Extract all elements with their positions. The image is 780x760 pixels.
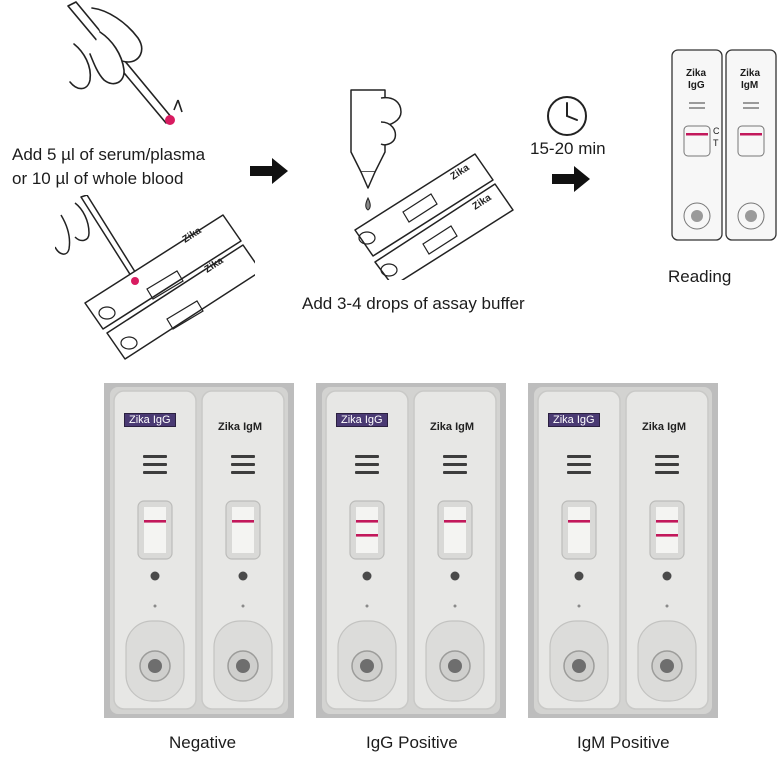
photo-negative: Zika IgG Zika IgM [104, 383, 294, 718]
photo-igg-positive: Zika IgG Zika IgM [316, 383, 506, 718]
igm-cassette-label: Zika IgM [430, 421, 475, 433]
reading-igm-label-2: IgM [741, 80, 759, 91]
igg-cassette [113, 390, 197, 710]
igm-control-line [656, 520, 678, 523]
igg-cassette [325, 390, 409, 710]
reading-igm-label-1: Zika [740, 68, 761, 79]
caption-igm-positive: IgM Positive [577, 733, 670, 752]
incubation-time: 15-20 min [530, 139, 606, 158]
igg-control-line [568, 520, 590, 523]
reading-igm-control-line [740, 133, 762, 136]
igm-cassette-label: Zika IgM [642, 421, 687, 433]
sample-instruction-line1: Add 5 µl of serum/plasma [12, 145, 206, 164]
igg-test-line [356, 534, 378, 537]
step-arrow-1 [250, 158, 288, 184]
reading-igg-control-line [686, 133, 708, 136]
sample-drop-icon [165, 115, 175, 125]
clock-icon [547, 96, 587, 136]
caption-negative: Negative [169, 733, 237, 752]
igg-cassette [537, 390, 621, 710]
caption-igg-positive: IgG Positive [366, 733, 458, 752]
igm-test-line [656, 534, 678, 537]
sample-pipette-illustration [67, 1, 183, 125]
igm-cassette [201, 390, 285, 710]
reading-igg-label-1: Zika [686, 68, 707, 79]
igg-control-line [144, 520, 166, 523]
igm-cassette-label: Zika IgM [218, 421, 263, 433]
igg-control-line [356, 520, 378, 523]
buffer-bottle-illustration: Zika Zika [350, 89, 514, 280]
reading-test-mark: T [713, 138, 719, 148]
buffer-instruction: Add 3-4 drops of assay buffer [302, 294, 525, 313]
step-arrow-2 [552, 166, 590, 192]
igg-cassette-label: Zika IgG [548, 413, 600, 427]
photo-igm-positive: Zika IgG Zika IgM [528, 383, 718, 718]
reading-caption: Reading [668, 267, 732, 286]
igg-cassette-label: Zika IgG [336, 413, 388, 427]
reading-igg-label-2: IgG [688, 80, 705, 91]
igg-cassette-label: Zika IgG [124, 413, 176, 427]
igm-cassette [413, 390, 497, 710]
sample-instruction-line2: or 10 µl of whole blood [12, 169, 184, 188]
reading-control-mark: C [713, 126, 720, 136]
reading-cassettes: Zika IgG Zika IgM C T [670, 48, 780, 243]
igm-control-line [232, 520, 254, 523]
igm-control-line [444, 520, 466, 523]
sample-cassettes-illustration: Zika Zika [55, 195, 255, 360]
igm-cassette [625, 390, 709, 710]
